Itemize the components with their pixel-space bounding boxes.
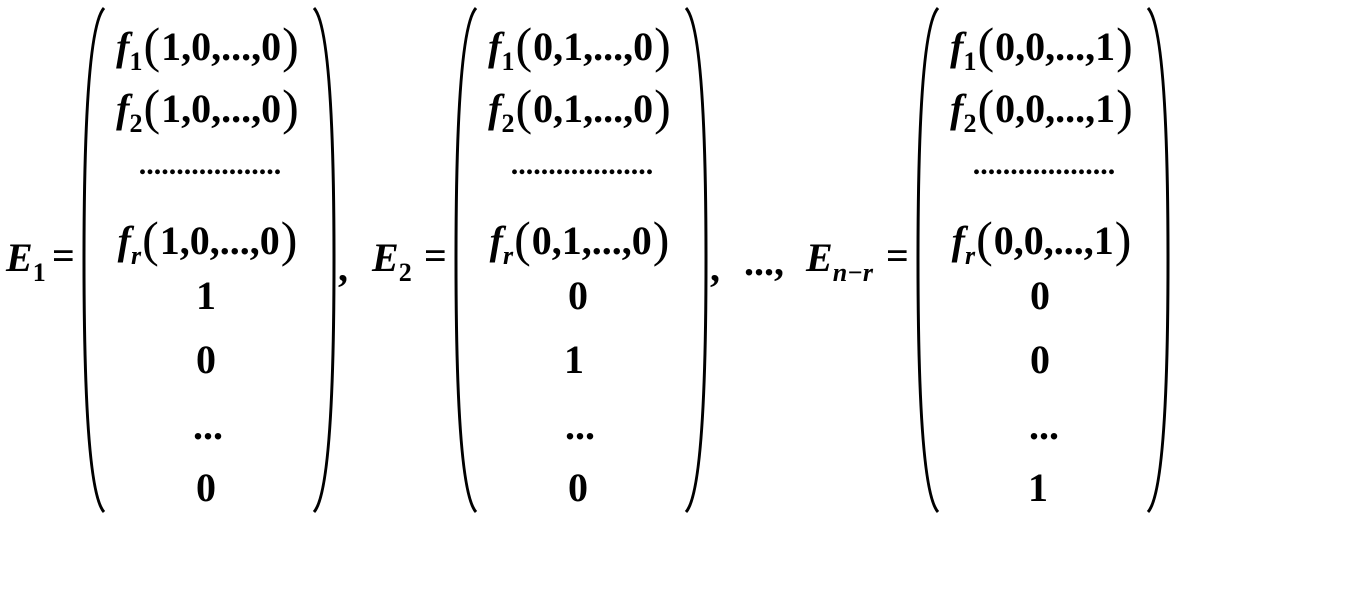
entry-fr-enr: fr(0,0,...,1) (951, 211, 1132, 270)
entry-fr-e2: fr(0,1,...,0) (489, 211, 670, 270)
entry-f1-e2: f1(0,1,...,0) (488, 17, 671, 76)
entry-tail-2-e2: 1 (564, 337, 584, 382)
equals-sign-enr: = (886, 233, 909, 278)
entry-f2-enr: f2(0,0,...,1) (950, 79, 1133, 138)
entry-dots-enr: ................... (972, 148, 1116, 181)
entry-tail-2-enr: 0 (1030, 337, 1050, 382)
entry-tail-4-enr: 1 (1028, 465, 1048, 510)
entry-tail-3-enr: ... (1029, 403, 1059, 448)
comma-e1: , (338, 245, 348, 290)
entry-dots-e1: ................... (138, 148, 282, 181)
left-paren-e2 (454, 6, 478, 514)
entry-f2-e2: f2(0,1,...,0) (488, 79, 671, 138)
entry-tail-4-e2: 0 (568, 465, 588, 510)
left-paren-enr (916, 6, 940, 514)
entry-tail-3-e2: ... (565, 403, 595, 448)
left-paren-e1 (82, 6, 106, 514)
entry-dots-e2: ................... (510, 148, 654, 181)
entry-tail-4-e1: 0 (196, 465, 216, 510)
vector-label-e1: E1 (6, 235, 46, 287)
equals-sign-e1: = (52, 233, 75, 278)
entry-tail-2-e1: 0 (196, 337, 216, 382)
equals-sign-e2: = (424, 233, 447, 278)
entry-f1-enr: f1(0,0,...,1) (950, 17, 1133, 76)
right-paren-e1 (312, 6, 336, 514)
right-paren-e2 (684, 6, 708, 514)
entry-tail-1-enr: 0 (1030, 273, 1050, 318)
entry-tail-1-e1: 1 (196, 273, 216, 318)
right-paren-enr (1146, 6, 1170, 514)
entry-tail-3-e1: ... (193, 403, 223, 448)
entry-f2-e1: f2(1,0,...,0) (116, 79, 299, 138)
entry-tail-1-e2: 0 (568, 273, 588, 318)
comma-e2: , (710, 245, 720, 290)
entry-fr-e1: fr(1,0,...,0) (117, 211, 298, 270)
vector-label-e2: E2 (372, 235, 412, 287)
entry-f1-e1: f1(1,0,...,0) (116, 17, 299, 76)
vector-label-enr: En−r (806, 235, 874, 287)
vectors-ellipsis: ..., (744, 239, 784, 284)
